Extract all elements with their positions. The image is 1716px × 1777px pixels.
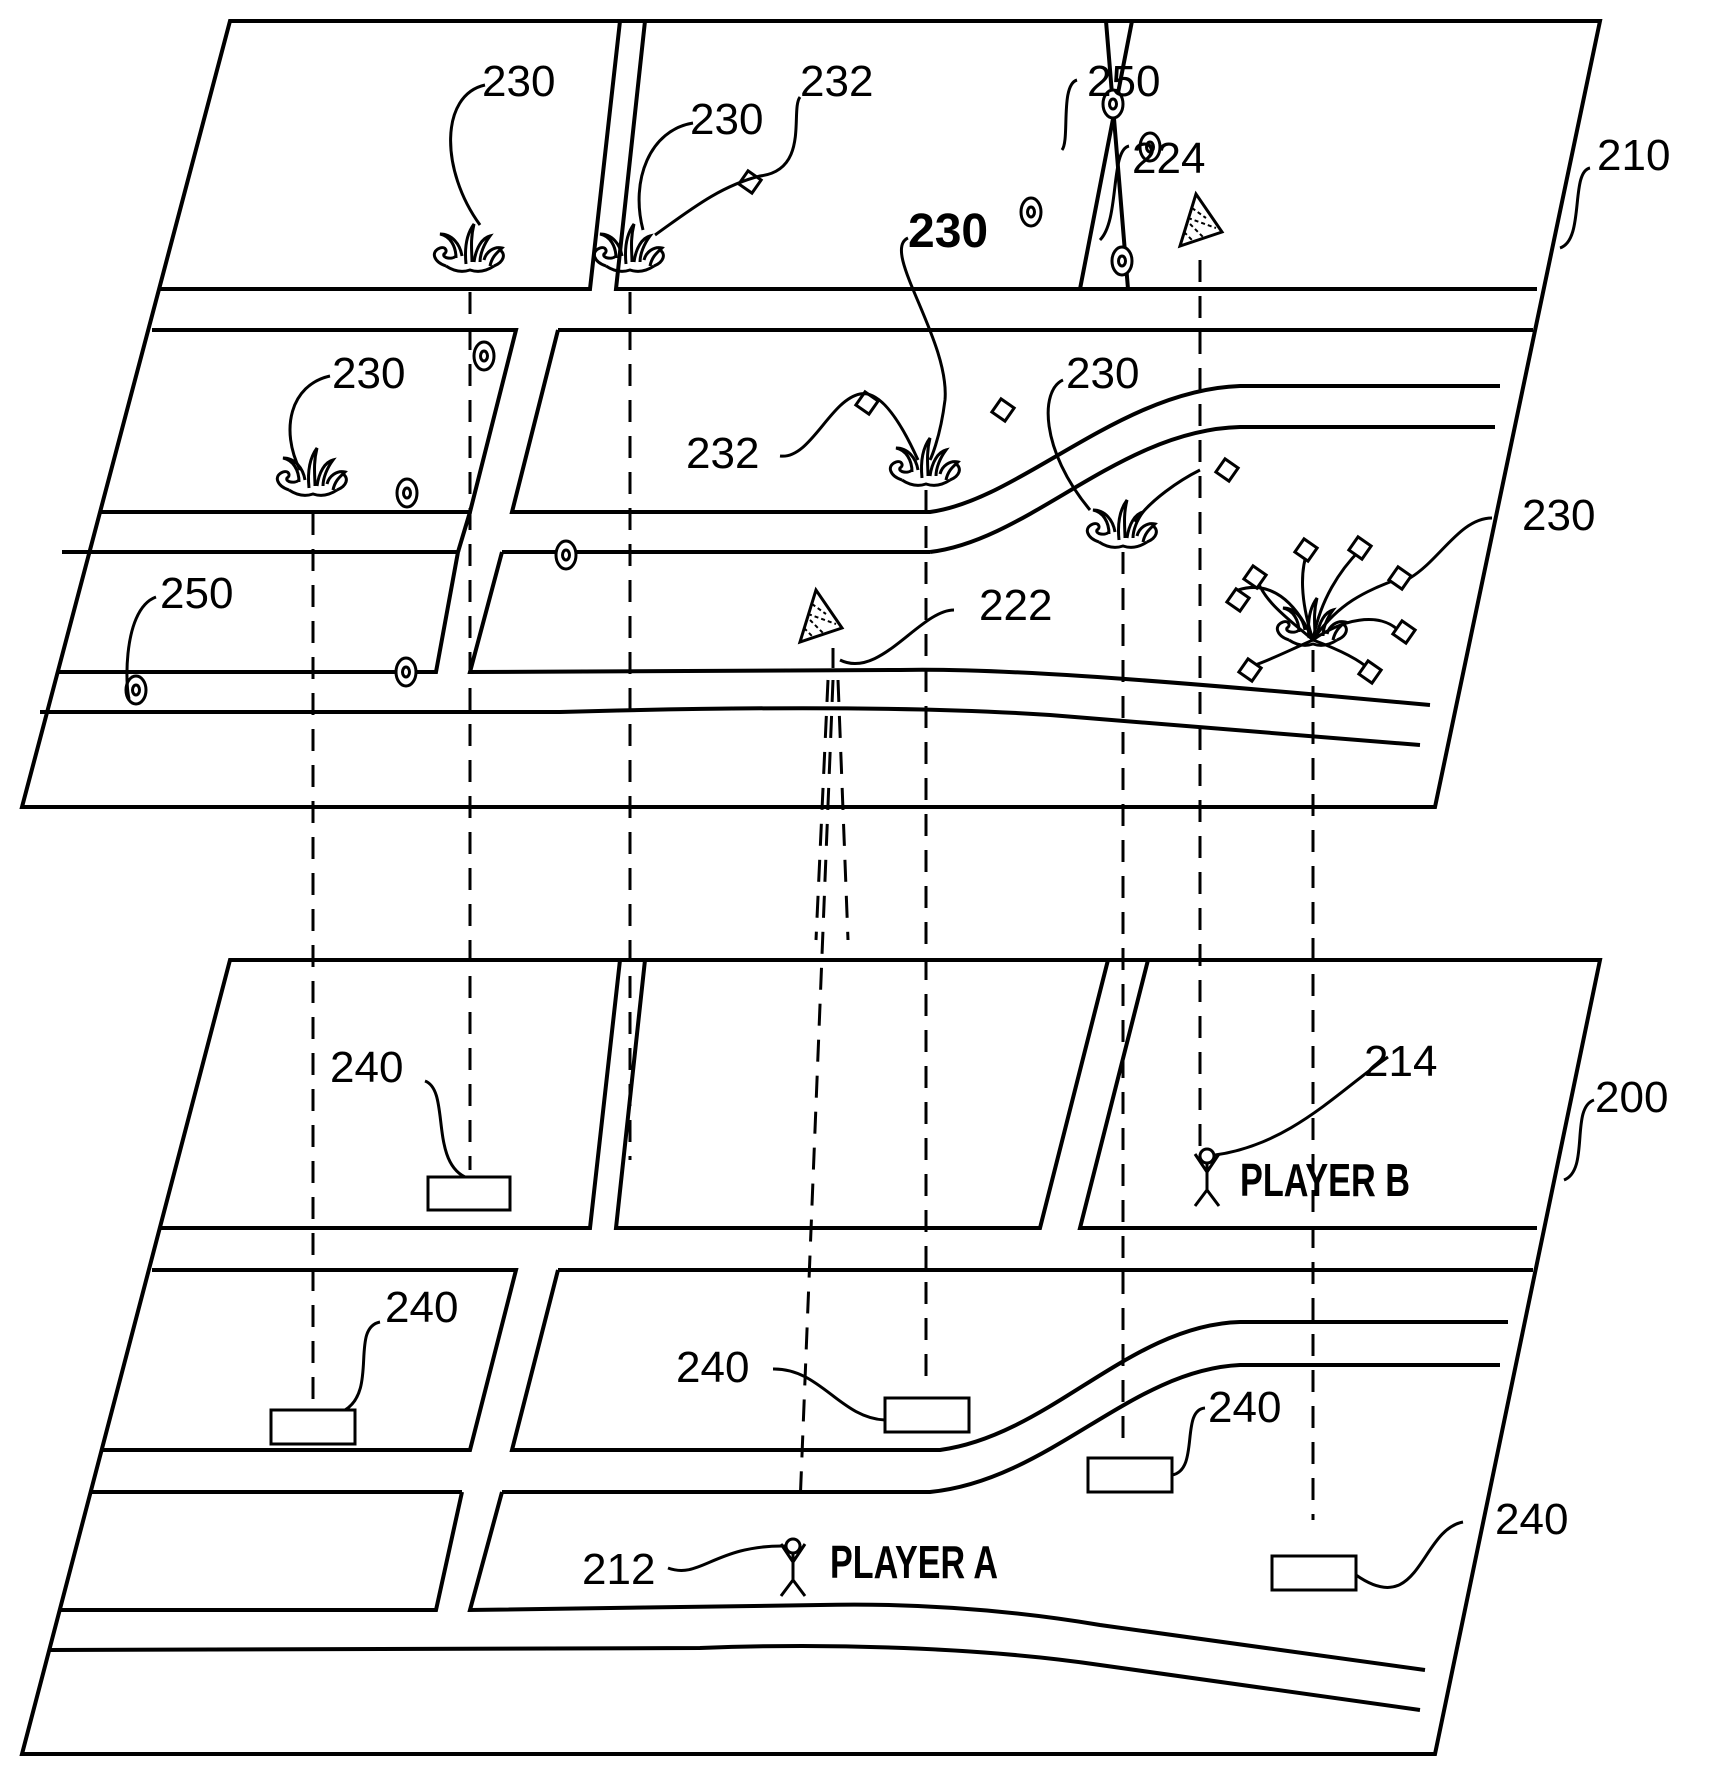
ref-label: 240: [676, 1343, 749, 1392]
player-b-icon[interactable]: [1195, 1149, 1219, 1206]
ref-label: 230: [332, 349, 405, 398]
projection-line: [838, 680, 848, 940]
target-marker-icon[interactable]: [1021, 198, 1041, 226]
target-marker-icon[interactable]: [397, 479, 417, 507]
virtual-layer: [22, 21, 1600, 807]
road-edge: [616, 960, 1108, 1228]
ref-label: 232: [800, 57, 873, 106]
pointer-cone-icon[interactable]: [800, 590, 842, 642]
ref-label: 230: [690, 95, 763, 144]
grass-icon[interactable]: [277, 448, 346, 495]
location-box[interactable]: [428, 1177, 510, 1210]
projection-line: [800, 680, 833, 1505]
road-edge: [40, 708, 1420, 745]
grass-icon[interactable]: [594, 224, 663, 271]
grass-icon[interactable]: [890, 438, 959, 485]
grass-item-cluster: [1227, 537, 1415, 683]
item-diamond-icon[interactable]: [1393, 621, 1415, 643]
ref-label: 240: [385, 1283, 458, 1332]
ref-label: 230: [1066, 349, 1139, 398]
projection-line: [816, 680, 828, 940]
player-a-icon[interactable]: [781, 1539, 805, 1596]
ref-label: 240: [1208, 1383, 1281, 1432]
road-edge: [512, 1270, 1508, 1450]
ref-label: 224: [1132, 134, 1205, 183]
target-marker-icon[interactable]: [396, 658, 416, 686]
road-edge: [58, 552, 458, 672]
item-diamond-icon[interactable]: [1227, 589, 1249, 611]
pointer-cone-icon[interactable]: [1180, 194, 1222, 246]
projection-lines: [313, 260, 1313, 1520]
item-diamond-icon[interactable]: [1389, 567, 1411, 589]
layer-ref-label: 200: [1595, 1073, 1668, 1122]
road-edge: [60, 1492, 462, 1610]
item-diamond-icon[interactable]: [1216, 459, 1238, 481]
item-diamond-icon[interactable]: [992, 399, 1014, 421]
road-edge: [160, 960, 620, 1228]
layer-ref-label: 210: [1597, 131, 1670, 180]
player-b-label: PLAYER B: [1240, 1154, 1410, 1206]
grass-icon[interactable]: [434, 224, 503, 271]
ref-label: 240: [330, 1043, 403, 1092]
location-box[interactable]: [885, 1398, 969, 1432]
ref-label: 212: [582, 1545, 655, 1594]
ref-label: 214: [1364, 1037, 1437, 1086]
location-box[interactable]: [1088, 1458, 1172, 1492]
location-box[interactable]: [1272, 1556, 1356, 1590]
ref-label: 230: [482, 57, 555, 106]
leader-lines: [127, 80, 1594, 1588]
item-diamond-icon[interactable]: [1239, 659, 1261, 681]
ref-label-bold: 230: [908, 205, 988, 258]
ref-label: 222: [979, 581, 1052, 630]
target-marker-icon[interactable]: [1112, 247, 1132, 275]
item-diamond-icon[interactable]: [1349, 537, 1371, 559]
road-edge: [930, 427, 1495, 552]
player-a-label: PLAYER A: [830, 1536, 998, 1588]
road-edge: [458, 512, 470, 552]
location-box[interactable]: [271, 1410, 355, 1444]
item-diamond-icon[interactable]: [1295, 539, 1317, 561]
road-edge: [50, 1646, 1420, 1710]
ref-label: 232: [686, 429, 759, 478]
layer-outline: [22, 21, 1600, 807]
ref-label: 230: [1522, 491, 1595, 540]
target-marker-icon[interactable]: [474, 342, 494, 370]
item-diamond-icon[interactable]: [1244, 566, 1266, 588]
ref-label: 240: [1495, 1495, 1568, 1544]
ref-label: 250: [160, 569, 233, 618]
virtual-objects: [126, 90, 1415, 704]
target-marker-icon[interactable]: [556, 541, 576, 569]
road-edge: [502, 1365, 1500, 1492]
ref-label: 250: [1087, 57, 1160, 106]
